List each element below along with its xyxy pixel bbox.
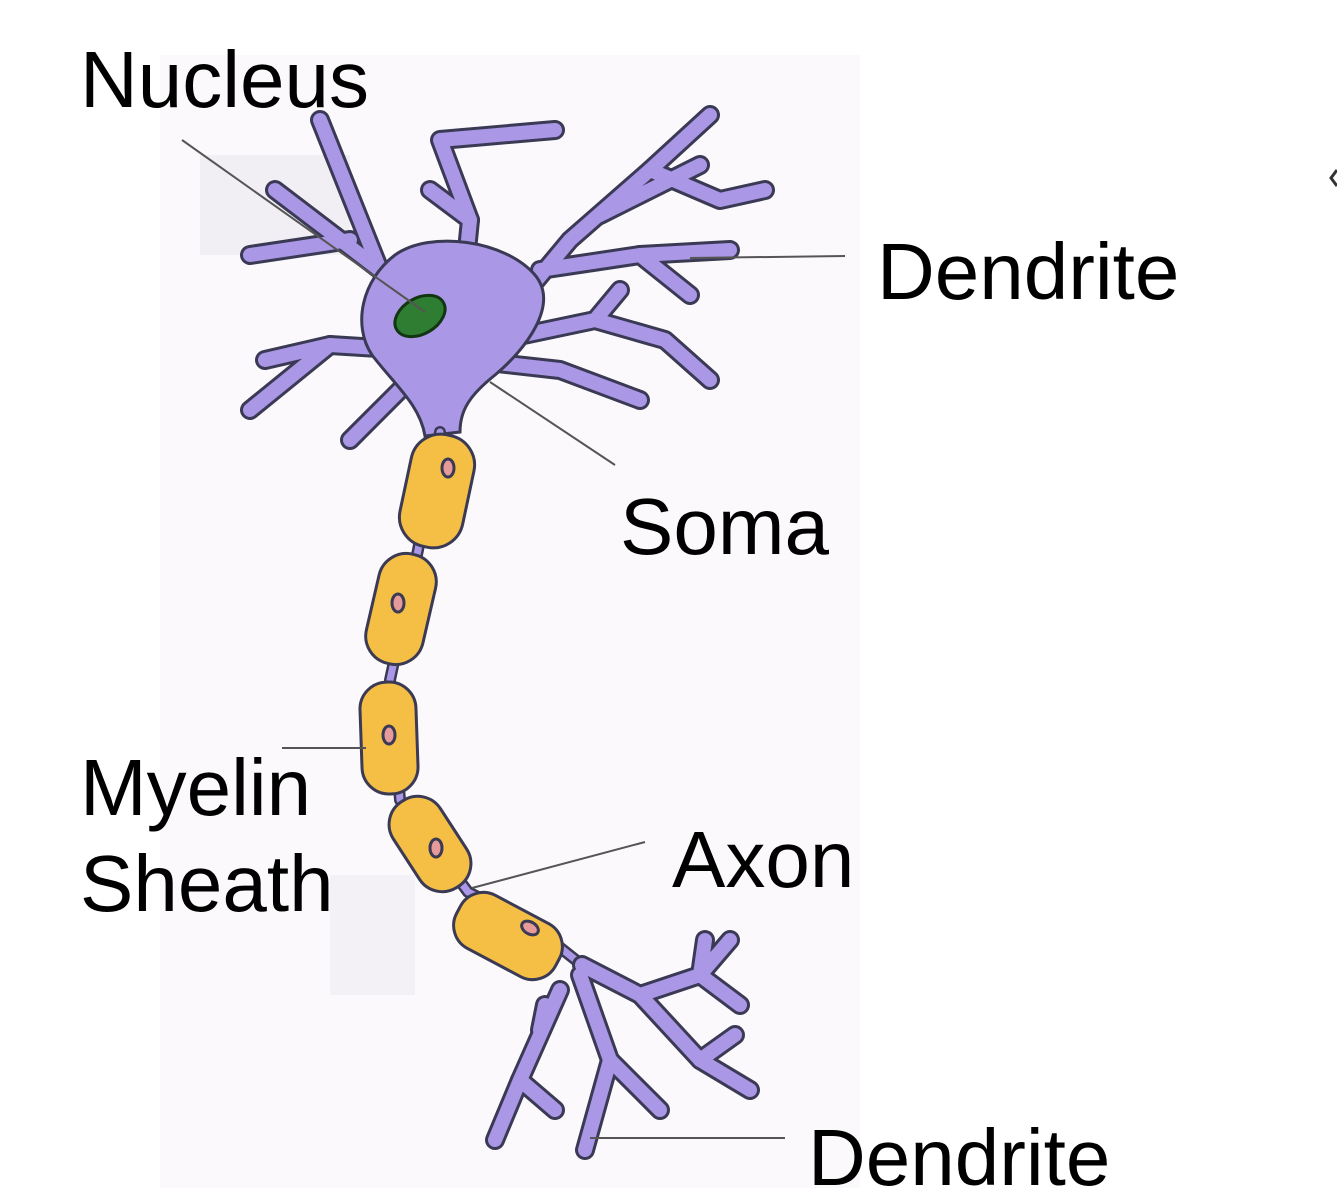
label-dendrite-top: Dendrite [877,232,1179,312]
schwann-nucleus-3 [383,726,395,744]
erased-label-patch-bottom [330,875,415,995]
schwann-nucleus-2 [392,594,404,612]
label-myelin-sheath: Myelin Sheath [80,740,334,932]
label-dendrite-bottom: Dendrite [808,1118,1110,1188]
label-myelin-line2: Sheath [80,836,334,932]
label-axon: Axon [672,820,854,900]
label-soma: Soma [620,487,829,567]
label-nucleus: Nucleus [80,40,369,120]
schwann-nucleus-4 [430,839,442,857]
label-myelin-line1: Myelin [80,740,334,836]
schwann-nucleus-1 [442,459,454,477]
cropped-edge-mark [1331,170,1337,186]
